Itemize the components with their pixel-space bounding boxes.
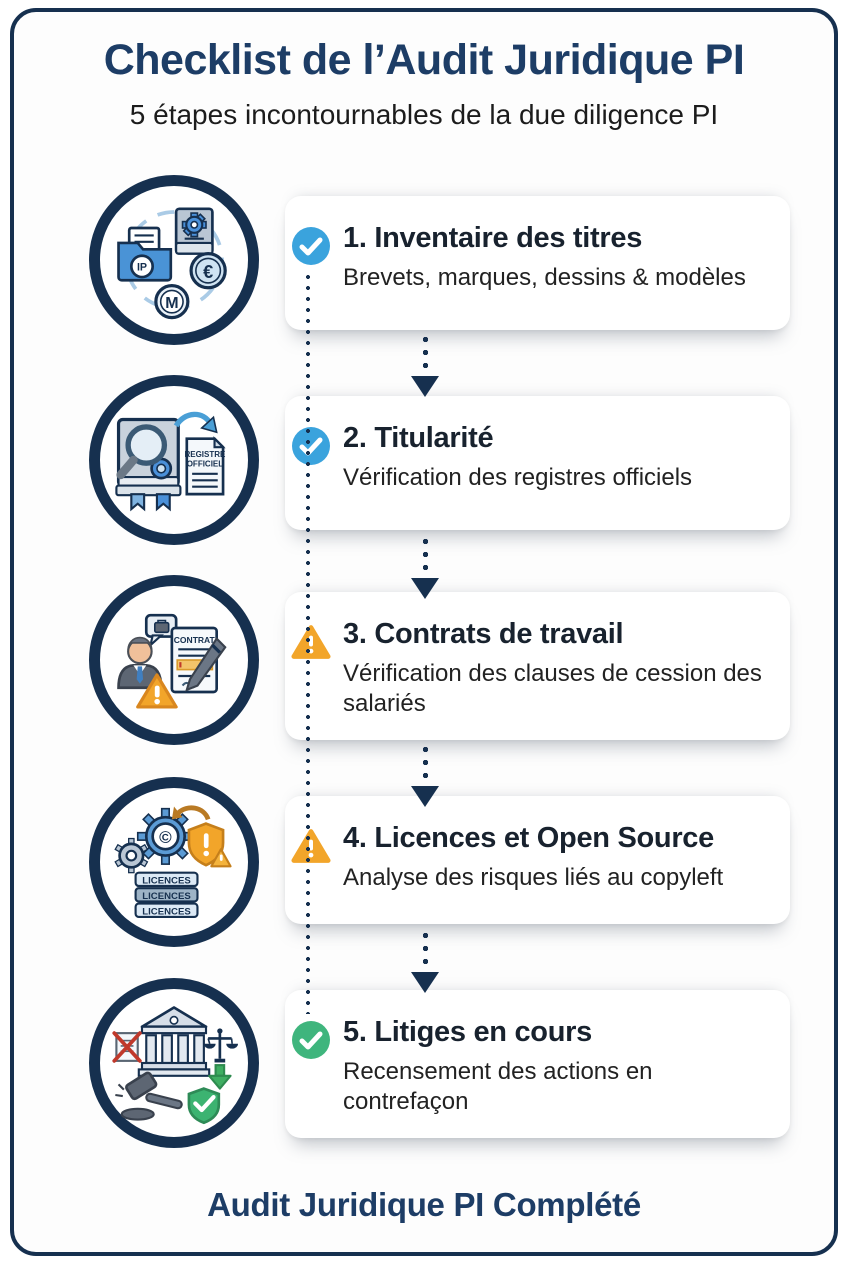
step1-illustration-circle: IP € M: [89, 175, 259, 345]
arrow-head-icon: [411, 972, 439, 993]
check-circle-blue-icon: [292, 227, 330, 265]
step2-subtitle: Vérification des registres officiels: [343, 464, 693, 491]
check-circle-blue-icon: [292, 427, 330, 465]
step4-card: 4. Licences et Open Source Analyse des r…: [285, 796, 790, 924]
step1-card: 1. Inventaire des titres Brevets, marque…: [285, 196, 790, 330]
open-source-licences-icon: ©: [114, 805, 232, 918]
step5-subtitle: Recensement des actions en contrefaçon: [343, 1058, 653, 1116]
arrow-dots: [421, 746, 429, 784]
step5-title: 5. Litiges en cours: [343, 1016, 592, 1048]
step2-illustration-circle: REGISTRE OFFICIEL: [89, 375, 259, 545]
ip-portfolio-icon: IP € M: [117, 207, 227, 320]
arrow-head-icon: [411, 376, 439, 397]
step-arrow-3-4: [411, 746, 439, 807]
step4-title: 4. Licences et Open Source: [343, 822, 714, 854]
step-arrow-1-2: [411, 336, 439, 397]
arrow-dots: [421, 538, 429, 576]
step2-card: 2. Titularité Vérification des registres…: [285, 396, 790, 530]
step1-subtitle: Brevets, marques, dessins & modèles: [343, 264, 746, 291]
step-arrow-4-5: [411, 932, 439, 993]
connector-dotted-line: [305, 274, 311, 1014]
step5-card: 5. Litiges en cours Recensement des acti…: [285, 990, 790, 1138]
arrow-dots: [421, 932, 429, 970]
step3-subtitle: Vérification des clauses de cession des …: [343, 660, 762, 718]
step3-title: 3. Contrats de travail: [343, 618, 624, 650]
trademark-label: M: [165, 295, 178, 312]
warning-triangle-icon: [291, 829, 331, 863]
arrow-dots: [421, 336, 429, 374]
step2-title: 2. Titularité: [343, 422, 494, 454]
arrow-head-icon: [411, 578, 439, 599]
warning-triangle-icon: [291, 625, 331, 659]
registry-label-line1: REGISTRE: [184, 450, 226, 459]
registry-label-line2: OFFICIEL: [187, 459, 224, 468]
page-title: Checklist de l’Audit Juridique PI: [103, 36, 745, 84]
licences-label: LICENCES: [142, 875, 191, 886]
euro-label: €: [203, 262, 213, 282]
step-arrow-2-3: [411, 538, 439, 599]
step3-illustration-circle: CONTRAT: [89, 575, 259, 745]
step4-illustration-circle: ©: [89, 777, 259, 947]
page-subtitle: 5 étapes incontournables de la due dilig…: [129, 99, 719, 130]
svg-text:©: ©: [159, 828, 172, 847]
check-circle-green-icon: [292, 1021, 330, 1059]
licences-label: LICENCES: [142, 906, 191, 917]
employee-contract-icon: CONTRAT: [117, 613, 227, 709]
litigation-icon: [112, 1006, 238, 1125]
ip-label: IP: [137, 262, 147, 274]
official-registry-icon: REGISTRE OFFICIEL: [115, 411, 226, 512]
licences-label: LICENCES: [142, 891, 191, 902]
header: Checklist de l’Audit Juridique PI 5 étap…: [0, 36, 848, 131]
step3-card: 3. Contrats de travail Vérification des …: [285, 592, 790, 740]
step1-title: 1. Inventaire des titres: [343, 222, 643, 254]
arrow-head-icon: [411, 786, 439, 807]
footer-label: Audit Juridique PI Complété: [207, 1186, 641, 1223]
contract-label: CONTRAT: [174, 635, 216, 645]
step4-subtitle: Analyse des risques liés au copyleft: [343, 864, 724, 891]
step5-illustration-circle: [89, 978, 259, 1148]
